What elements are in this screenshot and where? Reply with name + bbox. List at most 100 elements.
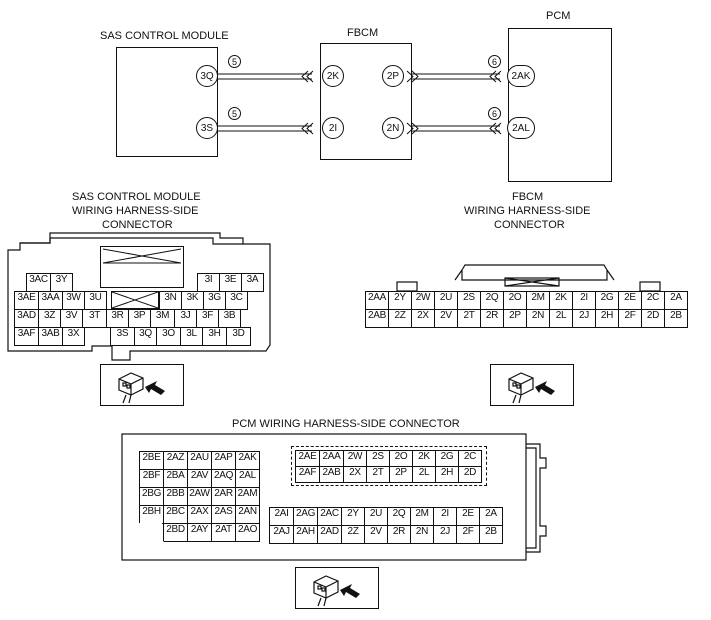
cavity: 2AL <box>236 470 260 488</box>
cavity: 3AF <box>15 328 39 346</box>
cavity: 2F <box>619 310 642 328</box>
cavity: 2O <box>504 292 527 310</box>
cavity: 2BG <box>140 488 164 506</box>
cavity: 3Q <box>135 328 157 346</box>
cavity: 2Z <box>342 526 365 544</box>
fbcm-pin-2i: 2I <box>322 117 344 139</box>
cavity: 2D <box>642 310 665 328</box>
pcm-bottom-right-grid: 2AI 2AG 2AC 2Y 2U 2Q 2M 2I 2E 2A 2AJ 2AH… <box>269 507 503 544</box>
cavity: 2O <box>390 451 413 467</box>
cavity: 2C <box>459 451 482 467</box>
fbcm-pin-2k: 2K <box>322 65 344 87</box>
cavity: 2AJ <box>270 526 294 544</box>
cavity: 2V <box>365 526 388 544</box>
cavity: 2G <box>436 451 459 467</box>
cavity: 2U <box>435 292 458 310</box>
sas-row4-left: 3AF 3AB 3X <box>14 327 85 346</box>
cavity: 2AW <box>188 488 212 506</box>
cavity: 2AD <box>318 526 342 544</box>
cavity: 2AQ <box>212 470 236 488</box>
cavity: 2AR <box>212 488 236 506</box>
cavity: 2E <box>619 292 642 310</box>
connector-view-icon-sas <box>100 364 184 406</box>
cavity: 3T <box>83 310 107 328</box>
cavity: 2F <box>457 526 480 544</box>
sas-connector-title-2: WIRING HARNESS-SIDE <box>72 205 199 217</box>
cavity: 2B <box>480 526 503 544</box>
sas-key-block <box>100 246 184 288</box>
cavity: 2M <box>411 508 434 526</box>
cavity: 2AM <box>236 488 260 506</box>
cavity: 2L <box>413 467 436 483</box>
cavity: 2X <box>412 310 435 328</box>
blocked-cavity-icon <box>102 248 182 264</box>
cavity: 2Z <box>389 310 412 328</box>
cavity: 2B <box>665 310 688 328</box>
cavity: 2AA <box>366 292 389 310</box>
cavity: 2AF <box>296 467 320 483</box>
cavity: 2AP <box>212 452 236 470</box>
cavity: 2AO <box>236 524 260 542</box>
fbcm-connector-grid: 2AA 2Y 2W 2U 2S 2Q 2O 2M 2K 2I 2G 2E 2C … <box>365 291 688 328</box>
cavity: 2P <box>504 310 527 328</box>
cavity: 3O <box>157 328 181 346</box>
sas-row1-right: 3I 3E 3A <box>197 273 264 292</box>
wire-code-5-lower: 5 <box>228 107 241 120</box>
cavity: 2W <box>344 451 367 467</box>
cavity: 2AA <box>320 451 344 467</box>
cavity: 2AY <box>188 524 212 542</box>
pcm-left-grid: 2BE 2AZ 2AU 2AP 2AK 2BF 2BA 2AV 2AQ 2AL … <box>139 451 260 542</box>
sas-pin-3q: 3Q <box>196 65 218 87</box>
cavity: 2J <box>434 526 457 544</box>
connector-view-icon <box>313 575 360 607</box>
cavity: 2K <box>550 292 573 310</box>
cavity: 2BF <box>140 470 164 488</box>
cavity: 2J <box>573 310 596 328</box>
cavity: 3X <box>63 328 85 346</box>
cavity: 3A <box>242 274 264 292</box>
cavity: 2S <box>458 292 481 310</box>
cavity: 3D <box>227 328 251 346</box>
pcm-left-grid-corner-mask <box>138 523 162 543</box>
cavity: 2AE <box>296 451 320 467</box>
cavity: 2I <box>573 292 596 310</box>
cavity: 2H <box>436 467 459 483</box>
sas-row4-right: 3S 3Q 3O 3L 3H 3D <box>110 327 251 346</box>
cavity: 2Y <box>389 292 412 310</box>
pcm-pin-2ak: 2AK <box>507 65 535 87</box>
pcm-top-right-frame <box>291 446 487 486</box>
blocked-cavity-icon <box>111 291 159 309</box>
cavity: 2P <box>390 467 413 483</box>
fbcm-title: FBCM <box>347 27 379 39</box>
cavity: 2BE <box>140 452 164 470</box>
cavity: 2BA <box>164 470 188 488</box>
cavity: 2AX <box>188 506 212 524</box>
pcm-top-right-grid: 2AE 2AA 2W 2S 2O 2K 2G 2C 2AF 2AB 2X 2T … <box>295 450 482 483</box>
fbcm-pin-2n: 2N <box>382 117 404 139</box>
pcm-title: PCM <box>546 10 571 22</box>
cavity: 3S <box>111 328 135 346</box>
wire-code-6-upper: 6 <box>488 55 501 68</box>
cavity: 2K <box>413 451 436 467</box>
sas-connector-title-1: SAS CONTROL MODULE <box>72 191 201 203</box>
cavity: 2AT <box>212 524 236 542</box>
cavity: 2Q <box>388 508 411 526</box>
cavity: 2L <box>550 310 573 328</box>
cavity: 2T <box>458 310 481 328</box>
cavity: 2N <box>411 526 434 544</box>
cavity: 2AV <box>188 470 212 488</box>
cavity: 2AB <box>366 310 389 328</box>
cavity: 2A <box>665 292 688 310</box>
cavity: 2C <box>642 292 665 310</box>
cavity: 3AB <box>39 328 63 346</box>
sas-row2-right: 3N 3K 3G 3C <box>159 291 248 310</box>
cavity: 2I <box>434 508 457 526</box>
cavity: 2AI <box>270 508 294 526</box>
sas-row2-blocked <box>111 291 159 309</box>
cavity: 2Y <box>342 508 365 526</box>
connector-view-icon <box>508 372 555 404</box>
cavity: 2U <box>365 508 388 526</box>
